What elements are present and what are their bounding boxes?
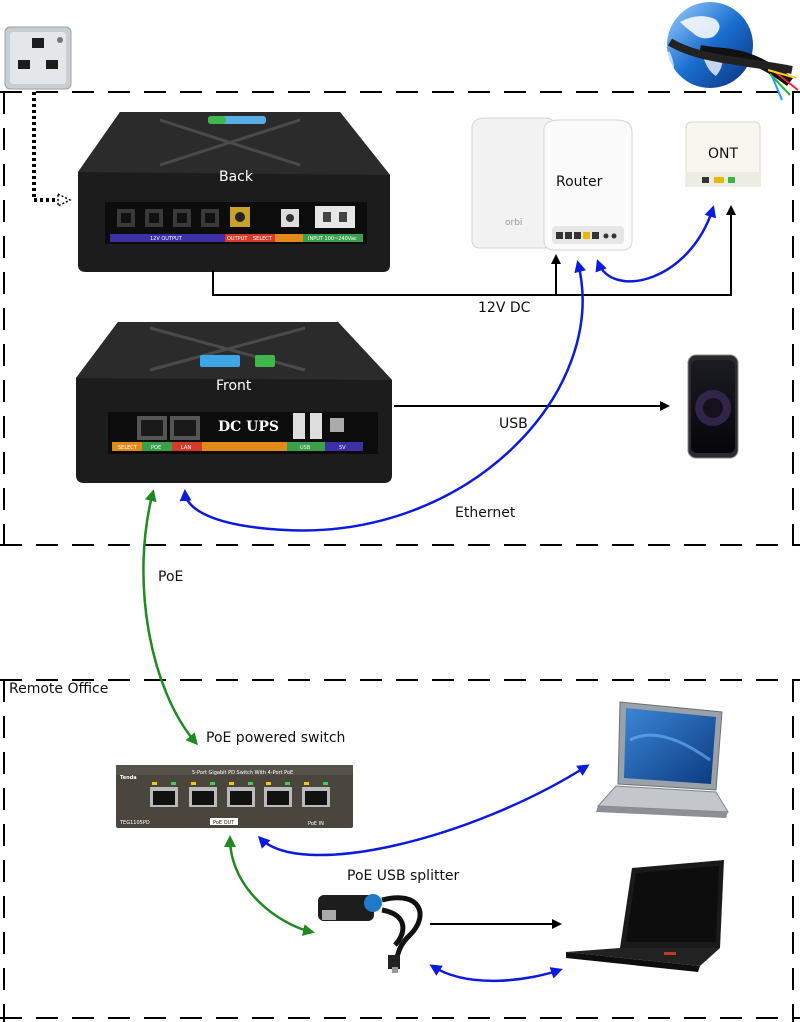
remote-office-boundary (0, 679, 800, 1022)
poe-line (142, 489, 198, 746)
home-boundary (0, 91, 800, 546)
switch-poe-out-text: PoE OUT (213, 820, 235, 826)
router-label: Router (556, 174, 603, 190)
router-brand-text: orbi (505, 218, 522, 228)
internet-globe-icon (666, 2, 799, 101)
ups-back-output-text: OUTPUT (227, 236, 248, 242)
poe-switch-device: Tenda 5-Port Gigabit PD Switch With 4-Po… (116, 765, 353, 828)
ups-front-usb-text: USB (300, 445, 311, 451)
ups-front-5v-text: 5V (339, 445, 346, 451)
dc-ups-text: DC UPS (218, 419, 279, 435)
ups-front-select-text: SELECT (118, 445, 138, 451)
ups-back-device: 12V OUTPUT OUTPUT SELECT INPUT 100~240Va… (78, 112, 390, 272)
ups-front-lan-text: LAN (181, 445, 191, 451)
usb-label: USB (499, 416, 528, 432)
ethernet-line (179, 260, 587, 532)
mains-power-line (32, 92, 60, 202)
poe-usb-splitter-device (318, 894, 423, 973)
splitter-ethernet-line (429, 964, 563, 983)
switch-desc-text: 5-Port Gigabit PD Switch With 4-Port PoE (192, 770, 293, 776)
ont-device (685, 121, 761, 187)
ups-front-label: Front (216, 378, 252, 394)
poe-splitter-label: PoE USB splitter (347, 868, 460, 884)
dc-label: 12V DC (478, 300, 531, 316)
poe-switch-label: PoE powered switch (206, 730, 345, 746)
mains-arrow-icon (57, 192, 72, 208)
switch-poe-in-text: PoE IN (308, 821, 324, 827)
ups-front-poe-text: POE (151, 445, 161, 451)
ups-back-select-text: SELECT (253, 236, 273, 242)
switch-model-text: TEG1105PD (119, 820, 150, 826)
ont-label: ONT (708, 146, 738, 162)
laptop-icon (596, 701, 729, 818)
switch-brand-text: Tenda (120, 775, 137, 781)
poe-label: PoE (158, 569, 183, 585)
ups-back-label: Back (219, 169, 254, 185)
thinkpad-laptop-icon (566, 860, 724, 972)
ups-back-input-text: INPUT 100~240Vac (308, 236, 357, 242)
ont-router-ethernet-line (595, 205, 717, 283)
router-device: orbi (471, 117, 633, 251)
ups-back-12v-output-text: 12V OUTPUT (150, 236, 183, 242)
splitter-poe-line (224, 835, 315, 936)
ups-front-device: DC UPS SELECT POE LAN USB 5V (76, 322, 392, 483)
wall-socket-icon (4, 26, 72, 90)
phone-icon (687, 354, 739, 459)
ethernet-label: Ethernet (455, 505, 516, 521)
remote-office-label: Remote Office (9, 681, 108, 697)
